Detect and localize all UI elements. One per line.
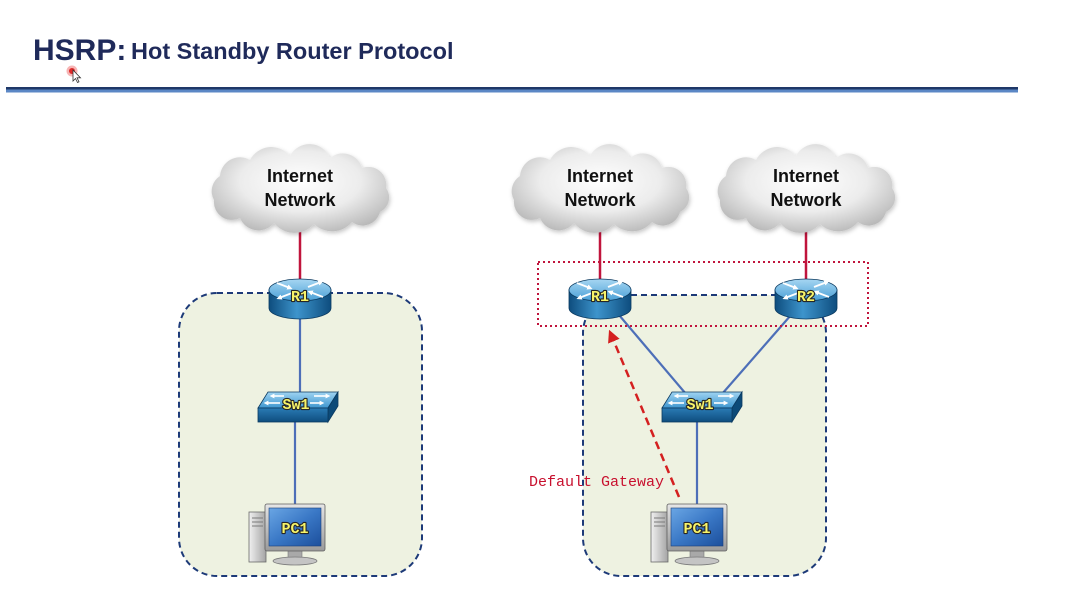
- router-label-r2: R2: [797, 289, 815, 306]
- single-router-topology: Internet Network R1 Sw1 PC1: [178, 144, 423, 577]
- cloud-label-line2: Network: [564, 190, 636, 210]
- router-label-r1: R1: [291, 289, 309, 306]
- pc-label-pc1: PC1: [281, 521, 308, 538]
- switch-label-sw1: Sw1: [282, 397, 309, 414]
- redundant-router-topology: Internet Network Internet Network R1 R2 …: [511, 144, 896, 577]
- link-r2-sw1: [721, 314, 792, 395]
- title-rule: [6, 87, 1018, 93]
- title-acronym: HSRP:: [33, 34, 126, 67]
- link-r1-sw1: [618, 314, 687, 395]
- lan-area-right: [582, 294, 827, 577]
- router-label-r1: R1: [591, 289, 609, 306]
- default-gateway-arrow: [608, 329, 681, 498]
- cloud-icon: [717, 144, 896, 233]
- cloud-label-line1: Internet: [567, 166, 633, 186]
- cloud-icon: [511, 144, 690, 233]
- cloud-label-line2: Network: [264, 190, 336, 210]
- cloud-icon: [211, 144, 390, 233]
- default-gateway-label: Default Gateway: [529, 474, 664, 491]
- mouse-cursor-icon: [72, 69, 82, 84]
- cloud-label-line2: Network: [770, 190, 842, 210]
- cloud-label-line1: Internet: [267, 166, 333, 186]
- title-text: Hot Standby Router Protocol: [131, 38, 453, 64]
- hsrp-group-outline: [537, 261, 869, 327]
- cloud-label-line1: Internet: [773, 166, 839, 186]
- pc-label-pc1: PC1: [683, 521, 710, 538]
- switch-label-sw1: Sw1: [686, 397, 713, 414]
